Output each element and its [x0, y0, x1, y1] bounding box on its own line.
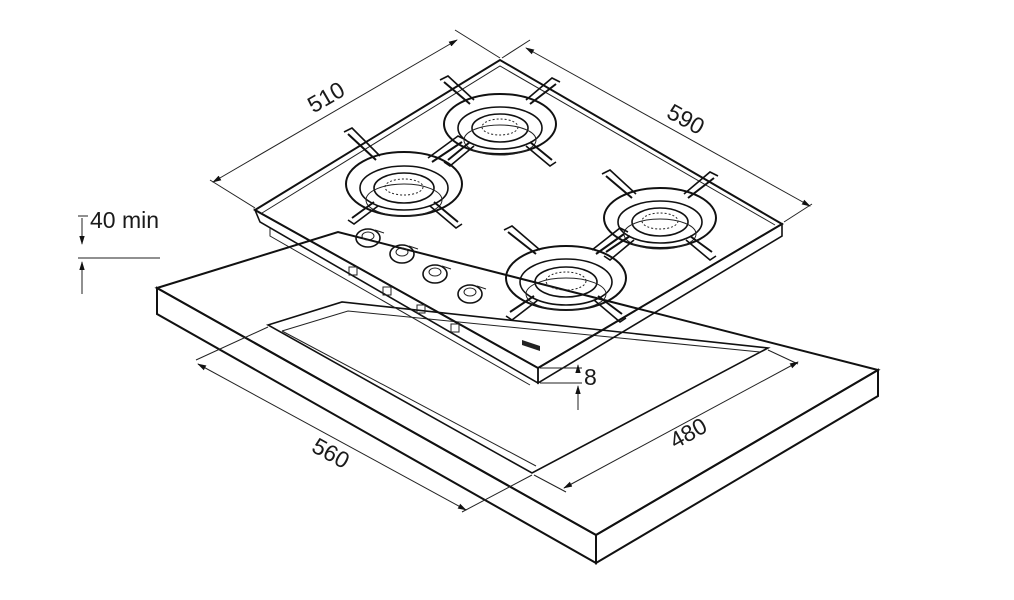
control-knob: [422, 264, 452, 284]
dimension-hob-width: [501, 39, 813, 223]
label-clearance: 40 min: [90, 207, 159, 233]
control-knob: [389, 244, 419, 264]
dimension-hob-depth: [209, 29, 501, 209]
countertop: [154, 230, 881, 565]
label-cutout-width: 560: [308, 432, 354, 473]
dimension-cutout-depth: [533, 349, 799, 493]
dimension-clearance: [78, 215, 160, 294]
fixing-brackets: [348, 266, 460, 333]
hob: [253, 58, 784, 386]
control-knobs: [355, 228, 487, 304]
control-knob: [355, 228, 385, 248]
burner-front: [503, 225, 629, 323]
label-hob-depth: 510: [303, 76, 349, 118]
dimension-lines: [78, 29, 813, 513]
brand-badge: [522, 340, 540, 351]
burner-left: [343, 127, 467, 229]
label-hob-thickness: 8: [584, 364, 597, 390]
label-cutout-depth: 480: [665, 412, 711, 453]
burner-back: [439, 75, 561, 167]
dimension-cutout-width: [195, 326, 533, 513]
label-hob-width: 590: [663, 98, 709, 139]
burner-right: [601, 169, 719, 261]
control-knob: [457, 284, 487, 304]
dimension-hob-thickness: [540, 364, 582, 410]
